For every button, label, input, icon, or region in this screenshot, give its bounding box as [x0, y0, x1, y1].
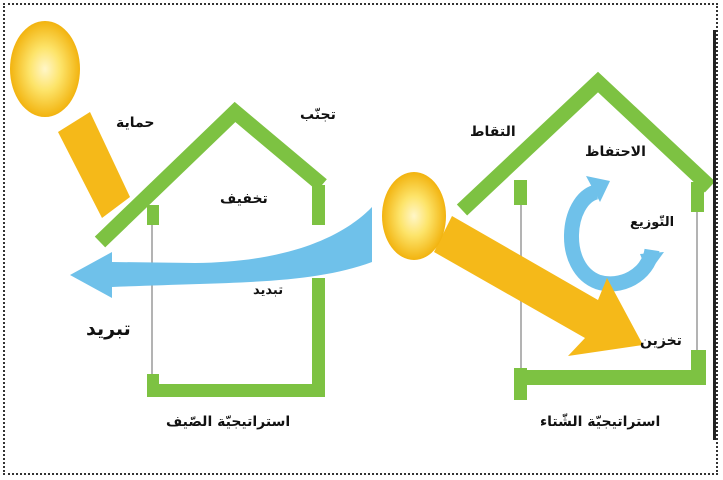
winter-eave-right [691, 182, 704, 212]
label-distribution: التّوزيع [630, 215, 675, 230]
label-dissipation: تبديد [253, 283, 284, 298]
winter-sun-icon [382, 172, 446, 260]
label-mitigation: تخفيف [220, 191, 268, 207]
winter-edge-line [713, 30, 716, 440]
summer-house [94, 101, 327, 397]
winter-wall-left-stub [514, 368, 527, 400]
summer-sun-ray [58, 112, 130, 218]
dotted-frame [3, 3, 718, 475]
winter-strategy-title: استراتيجيّة الشّتاء [540, 414, 661, 430]
summer-wall-right-lower [312, 278, 325, 396]
summer-wall-right-upper [312, 185, 325, 225]
winter-circulation-arrow [564, 176, 664, 292]
label-protection: حماية [116, 115, 155, 131]
summer-sun-icon [10, 21, 80, 117]
label-cooling: تبريد [86, 318, 131, 340]
summer-airflow-arrow [70, 207, 372, 298]
summer-wall-left-stub [147, 374, 159, 397]
label-retention: الاحتفاظ [585, 144, 646, 160]
winter-roof [456, 71, 716, 216]
summer-floor [147, 384, 325, 397]
summer-strategy-title: استراتيجيّة الصّيف [166, 414, 291, 430]
winter-house [456, 30, 716, 440]
label-storage: تخزين [640, 333, 682, 349]
winter-wall-right-lower [691, 350, 706, 385]
label-capture: التقاط [470, 124, 516, 140]
summer-roof [94, 101, 327, 248]
winter-sun-ray [434, 216, 643, 356]
label-avoidance: تجنّب [300, 107, 336, 123]
summer-eave [147, 205, 159, 225]
winter-floor [514, 370, 706, 385]
winter-eave-left [514, 180, 527, 205]
